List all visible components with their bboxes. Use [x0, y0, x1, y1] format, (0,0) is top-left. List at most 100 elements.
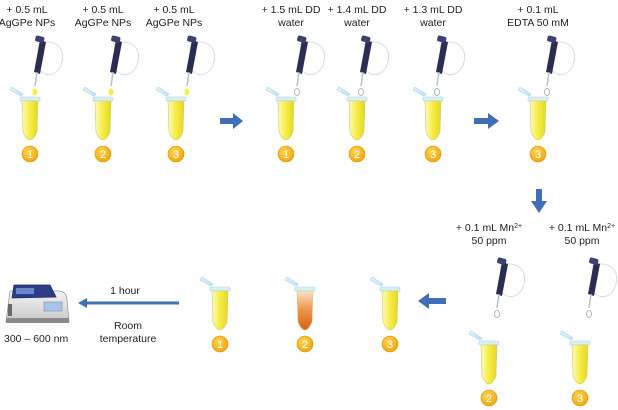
step-label-line: 50 ppm: [471, 235, 507, 247]
tube-solution: [167, 100, 185, 141]
tube: 2: [336, 86, 368, 163]
tube-rim: [478, 340, 500, 346]
tube-number-badge: 2: [348, 145, 366, 163]
tube-cap: [265, 86, 280, 97]
step-label-line: + 1.4 mL DD: [327, 4, 387, 16]
tube-cap: [155, 86, 170, 97]
tube-number-badge: 3: [167, 145, 185, 163]
arrow-left-1: [418, 293, 446, 309]
tube-number-badge: 1: [211, 335, 229, 353]
tube-number: 2: [486, 393, 492, 405]
tube: 1: [199, 276, 231, 353]
step-label: + 1.4 mL DD water: [328, 4, 387, 30]
tube-solution: [94, 100, 112, 141]
tube-solution: [348, 100, 366, 141]
pipette-icon: [358, 35, 390, 96]
tube-number: 2: [302, 339, 308, 351]
step-label-line: + 0.1 mL Mn2+: [455, 222, 523, 234]
tube-number: 3: [430, 149, 436, 161]
step-label: + 0.5 mL AgGPe NPs: [146, 4, 203, 30]
step-label-line: 50 ppm: [564, 235, 600, 247]
tube-number-badge: 2: [480, 389, 498, 407]
incubation-condition-line: temperature: [99, 333, 157, 345]
wavelength-range: 300 – 600 nm: [4, 333, 69, 345]
tube-number-badge: 3: [424, 145, 442, 163]
tube: 1: [9, 86, 41, 163]
tube: 2: [468, 330, 500, 407]
tube: 3: [369, 276, 401, 353]
tube-cap: [559, 330, 574, 341]
tube-rim: [422, 96, 444, 102]
tube-number: 1: [27, 149, 33, 161]
step-label-line: AgGPe NPs: [0, 17, 56, 29]
step-label-line: water: [278, 17, 304, 29]
tube-rim: [92, 96, 114, 102]
tube: 2: [284, 276, 316, 353]
step-label-line: AgGPe NPs: [145, 17, 203, 29]
step-label-line: + 1.5 mL DD: [261, 4, 321, 16]
tube: 3: [412, 86, 444, 163]
tube-cap: [369, 276, 384, 287]
tube-rim: [346, 96, 368, 102]
step-label-line: + 1.3 mL DD: [403, 4, 463, 16]
tube-solution: [571, 344, 589, 385]
arrow-down: [531, 189, 547, 213]
tube: 1: [265, 86, 297, 163]
tube-number: 3: [173, 149, 179, 161]
tube-number: 1: [283, 149, 289, 161]
step-label: + 1.5 mL DD water: [262, 4, 321, 30]
step-label-line: water: [344, 17, 370, 29]
tube-rim: [527, 96, 549, 102]
tube: 3: [155, 86, 187, 163]
tube-number: 3: [535, 149, 541, 161]
tube-number: 3: [387, 339, 393, 351]
tube-number: 1: [217, 339, 223, 351]
step-label-line: + 0.5 mL: [82, 4, 124, 16]
arrow-right-1: [220, 113, 243, 129]
tube-number-badge: 3: [571, 389, 589, 407]
incubation-condition-line: Room: [113, 320, 142, 332]
step-label: + 0.5 mL AgGPe NPs: [0, 4, 55, 30]
step-label-line: water: [420, 17, 446, 29]
tube-group: 1 2 3 1 2 3 3 2 3 1 2 3: [9, 86, 591, 407]
tube-rim: [569, 340, 591, 346]
incubation-time: 1 hour: [110, 285, 140, 298]
pipette-icon: [544, 35, 576, 96]
step-label-line: + 0.1 mL Mn2+: [548, 222, 616, 234]
tube-number-badge: 2: [94, 145, 112, 163]
tube-number: 3: [577, 393, 583, 405]
tube-cap: [9, 86, 24, 97]
arrow-right-2: [474, 113, 499, 129]
tube: 2: [82, 86, 114, 163]
tube-rim: [275, 96, 297, 102]
tube-cap: [82, 86, 97, 97]
spectrophotometer-icon: [5, 284, 70, 323]
tube-solution: [529, 100, 547, 141]
tube-number-badge: 1: [277, 145, 295, 163]
tube-solution: [277, 100, 295, 141]
tube-rim: [294, 286, 316, 292]
tube-cap: [336, 86, 351, 97]
pipette-group: [32, 35, 618, 318]
step-label-line: EDTA 50 mM: [507, 17, 569, 29]
tube-number-badge: 1: [21, 145, 39, 163]
tube-rim: [165, 96, 187, 102]
step-label-line: + 0.1 mL: [517, 4, 559, 16]
step-label: + 1.3 mL DD water: [404, 4, 463, 30]
step-label: + 0.5 mL AgGPe NPs: [75, 4, 132, 30]
tube-rim: [379, 286, 401, 292]
tube-cap: [284, 276, 299, 287]
tube-cap: [412, 86, 427, 97]
step-label-line: + 0.5 mL: [6, 4, 48, 16]
tube-number: 2: [354, 149, 360, 161]
tube-solution: [296, 290, 314, 331]
tube-number-badge: 3: [529, 145, 547, 163]
tube-rim: [209, 286, 231, 292]
tube-number: 2: [100, 149, 106, 161]
pipette-icon: [586, 257, 618, 318]
pipette-icon: [184, 35, 216, 96]
incubation-condition: Room temperature: [100, 320, 157, 346]
incubation-time-text: 1 hour: [110, 285, 140, 297]
pipette-icon: [32, 35, 64, 96]
